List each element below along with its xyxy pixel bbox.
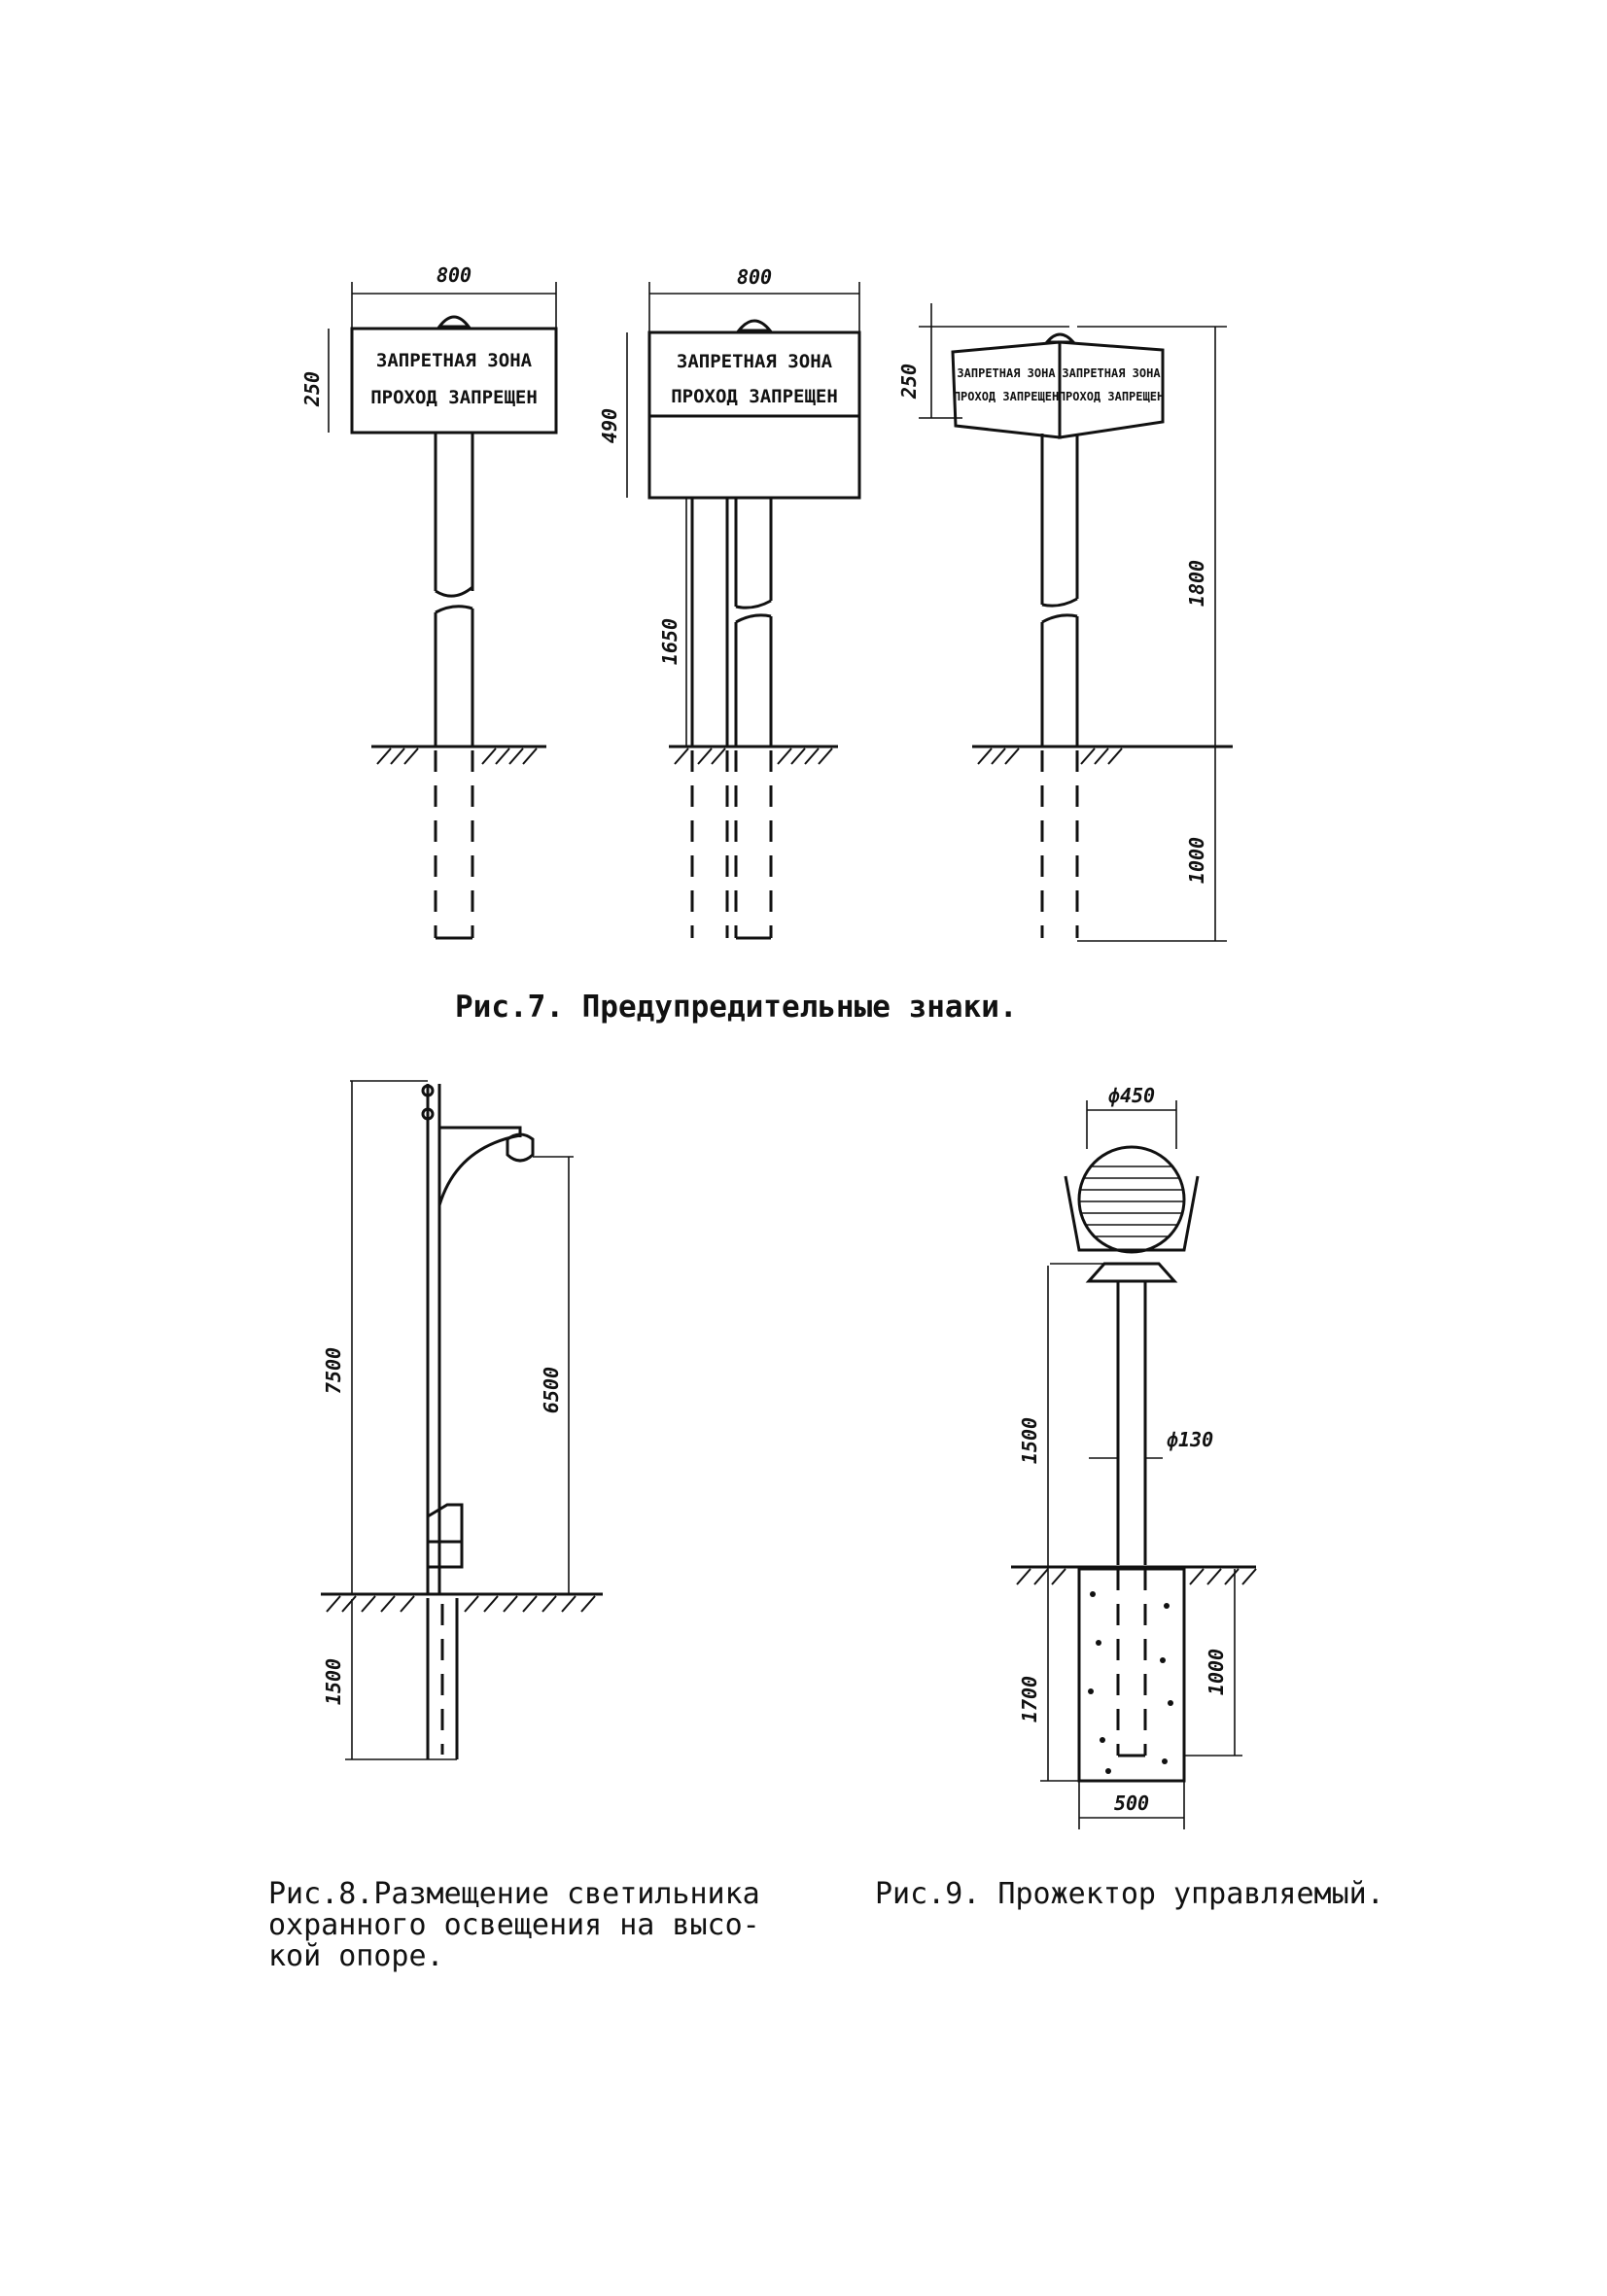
fig8-lighting-pole: 7500 1500 6500 [321, 1080, 603, 1760]
sign1-post-underground [434, 750, 474, 938]
fig8-lamp-height-label: 6500 [540, 1367, 563, 1413]
fig7-caption: Рис.7. Предупредительные знаки. [455, 990, 1018, 1025]
sign1-width-label: 800 [437, 263, 472, 287]
fig8-total-height-label: 7500 [322, 1347, 345, 1394]
sign2-post-left [690, 498, 729, 747]
fig7-sign2: 800 490 ЗАПРЕТНАЯ ЗОНА ПРОХОД ЗАПРЕЩЕН 1… [598, 265, 861, 940]
sign3-top-height-label: 250 [897, 364, 921, 400]
sign3-below-label: 1000 [1185, 837, 1208, 884]
fig9-concrete-dots [1088, 1591, 1173, 1774]
fig7-sign1: 800 250 ЗАПРЕТНАЯ ЗОНА ПРОХОД ЗАПРЕЩЕН [300, 263, 558, 940]
sign1-ground-hatch [376, 748, 538, 765]
fig9-pipe [1116, 1281, 1147, 1565]
fig9-base-width-label: 500 [1114, 1792, 1149, 1815]
sign3-left-text-line1: ЗАПРЕТНАЯ ЗОНА [957, 366, 1056, 380]
fig9-pipe-embedded [1116, 1569, 1147, 1756]
sign1-post-upper [434, 433, 474, 598]
sign2-height-label: 490 [598, 408, 621, 443]
fig8-bracket-arm [439, 1126, 522, 1137]
fig9-depth-pipe-label: 1000 [1205, 1649, 1228, 1695]
fig9-head-diameter-label: ф450 [1108, 1084, 1155, 1107]
sign3-post-upper [1040, 434, 1079, 608]
sign1-board [350, 327, 558, 435]
fig9-lamp-grille [1080, 1165, 1183, 1237]
sign2-post-right-lower [734, 613, 773, 747]
fig9-ground-hatch [1016, 1568, 1257, 1585]
fig9-lamp-head [1077, 1145, 1186, 1254]
fig8-below-label: 1500 [322, 1658, 345, 1705]
sign2-lamp [735, 319, 774, 332]
sign1-text-line2: ПРОХОД ЗАПРЕЩЕН [370, 387, 538, 408]
fig8-caption-line1: Рис.8.Размещение светильника [268, 1877, 760, 1911]
sign3-right-text-line1: ЗАПРЕТНАЯ ЗОНА [1062, 366, 1161, 380]
fig8-ground-hatch [326, 1595, 596, 1613]
fig9-depth-total-label: 1700 [1018, 1676, 1041, 1722]
fig9-height-label: 1500 [1018, 1417, 1041, 1464]
sign2-text-line1: ЗАПРЕТНАЯ ЗОНА [677, 351, 833, 372]
fig9-yoke [1064, 1175, 1200, 1252]
sign3-left-text-line2: ПРОХОД ЗАПРЕЩЕН [954, 390, 1059, 403]
sign3-right-text-line2: ПРОХОД ЗАПРЕЩЕН [1059, 390, 1164, 403]
fig9-pipe-diameter-label: ф130 [1167, 1428, 1213, 1451]
sign2-post-height-label: 1650 [658, 618, 681, 665]
fig8-pole-underground [426, 1598, 459, 1759]
sign3-post-lower [1040, 613, 1079, 747]
sign2-width-label: 800 [737, 265, 772, 289]
sign2-post-underground [690, 750, 773, 938]
fig8-caption-line2: охранного освещения на высо- [268, 1908, 760, 1942]
sign1-text-line1: ЗАПРЕТНАЯ ЗОНА [376, 350, 533, 371]
fig8-caption-line3: кой опоре. [268, 1939, 444, 1973]
fig8-cabinet [426, 1503, 464, 1569]
fig9-concrete-foundation [1077, 1567, 1186, 1783]
sign1-lamp [436, 315, 472, 329]
fig9-caption: Рис.9. Прожектор управляемый. [875, 1877, 1384, 1911]
fig9-searchlight: ф450 1500 1700 ф130 1000 [1011, 1084, 1257, 1829]
sign2-text-line2: ПРОХОД ЗАПРЕЩЕН [671, 386, 838, 407]
sign1-height-label: 250 [300, 371, 324, 407]
sign2-post-right-upper [734, 498, 773, 609]
sign3-ground-hatch [977, 748, 1123, 765]
fig9-mount [1085, 1262, 1178, 1283]
sign3-board-right [1058, 340, 1165, 439]
fig7-sign3: 250 ЗАПРЕТНАЯ ЗОНА ПРОХОД ЗАПРЕЩЕН ЗАПРЕ… [897, 303, 1233, 942]
sign2-ground-hatch [674, 748, 833, 765]
sign1-post-lower [434, 605, 474, 747]
fig8-pole [426, 1084, 441, 1594]
sign3-post-underground [1040, 750, 1079, 938]
sign3-post-height-label: 1800 [1185, 560, 1208, 607]
fig8-lamp [506, 1132, 535, 1163]
